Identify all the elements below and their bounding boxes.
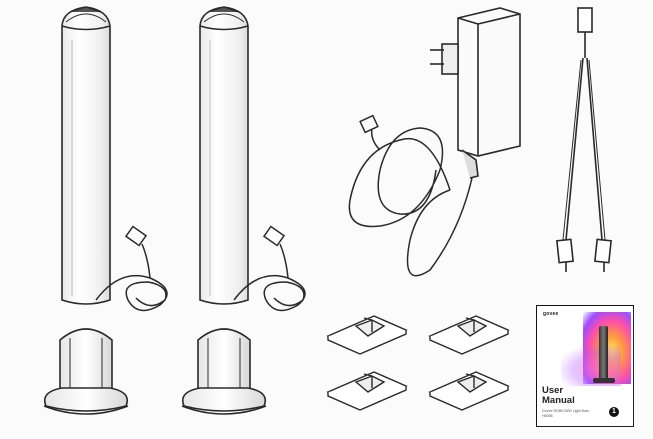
manual-volume-badge: 1 xyxy=(609,407,619,417)
base-stand-left xyxy=(43,328,129,415)
base-stand-right xyxy=(181,328,267,415)
user-manual-booklet: govee User Manual Govee RGBICWW Light Ba… xyxy=(537,306,633,426)
power-adapter-cord xyxy=(348,114,473,277)
y-splitter-cable xyxy=(556,7,612,272)
adhesive-clip-1 xyxy=(326,315,408,355)
manual-title-line2: Manual xyxy=(542,395,575,406)
light-bar-left-cable xyxy=(95,225,168,312)
light-bar-left xyxy=(61,6,111,305)
light-bar-right xyxy=(199,6,249,305)
adhesive-clip-4 xyxy=(428,371,510,411)
manual-subtitle-line2: H6056 xyxy=(542,414,553,418)
adhesive-clip-3 xyxy=(326,371,408,411)
manual-brand-logo: govee xyxy=(543,311,559,317)
light-bar-right-cable xyxy=(233,225,306,312)
manual-subtitle-line1: Govee RGBICWW Light Bars xyxy=(542,409,589,413)
manual-light-bar-image xyxy=(599,326,608,380)
power-adapter xyxy=(430,7,521,179)
manual-title-line1: User xyxy=(542,385,564,396)
manual-light-bar-base-image xyxy=(593,378,615,383)
adhesive-clip-2 xyxy=(428,315,510,355)
